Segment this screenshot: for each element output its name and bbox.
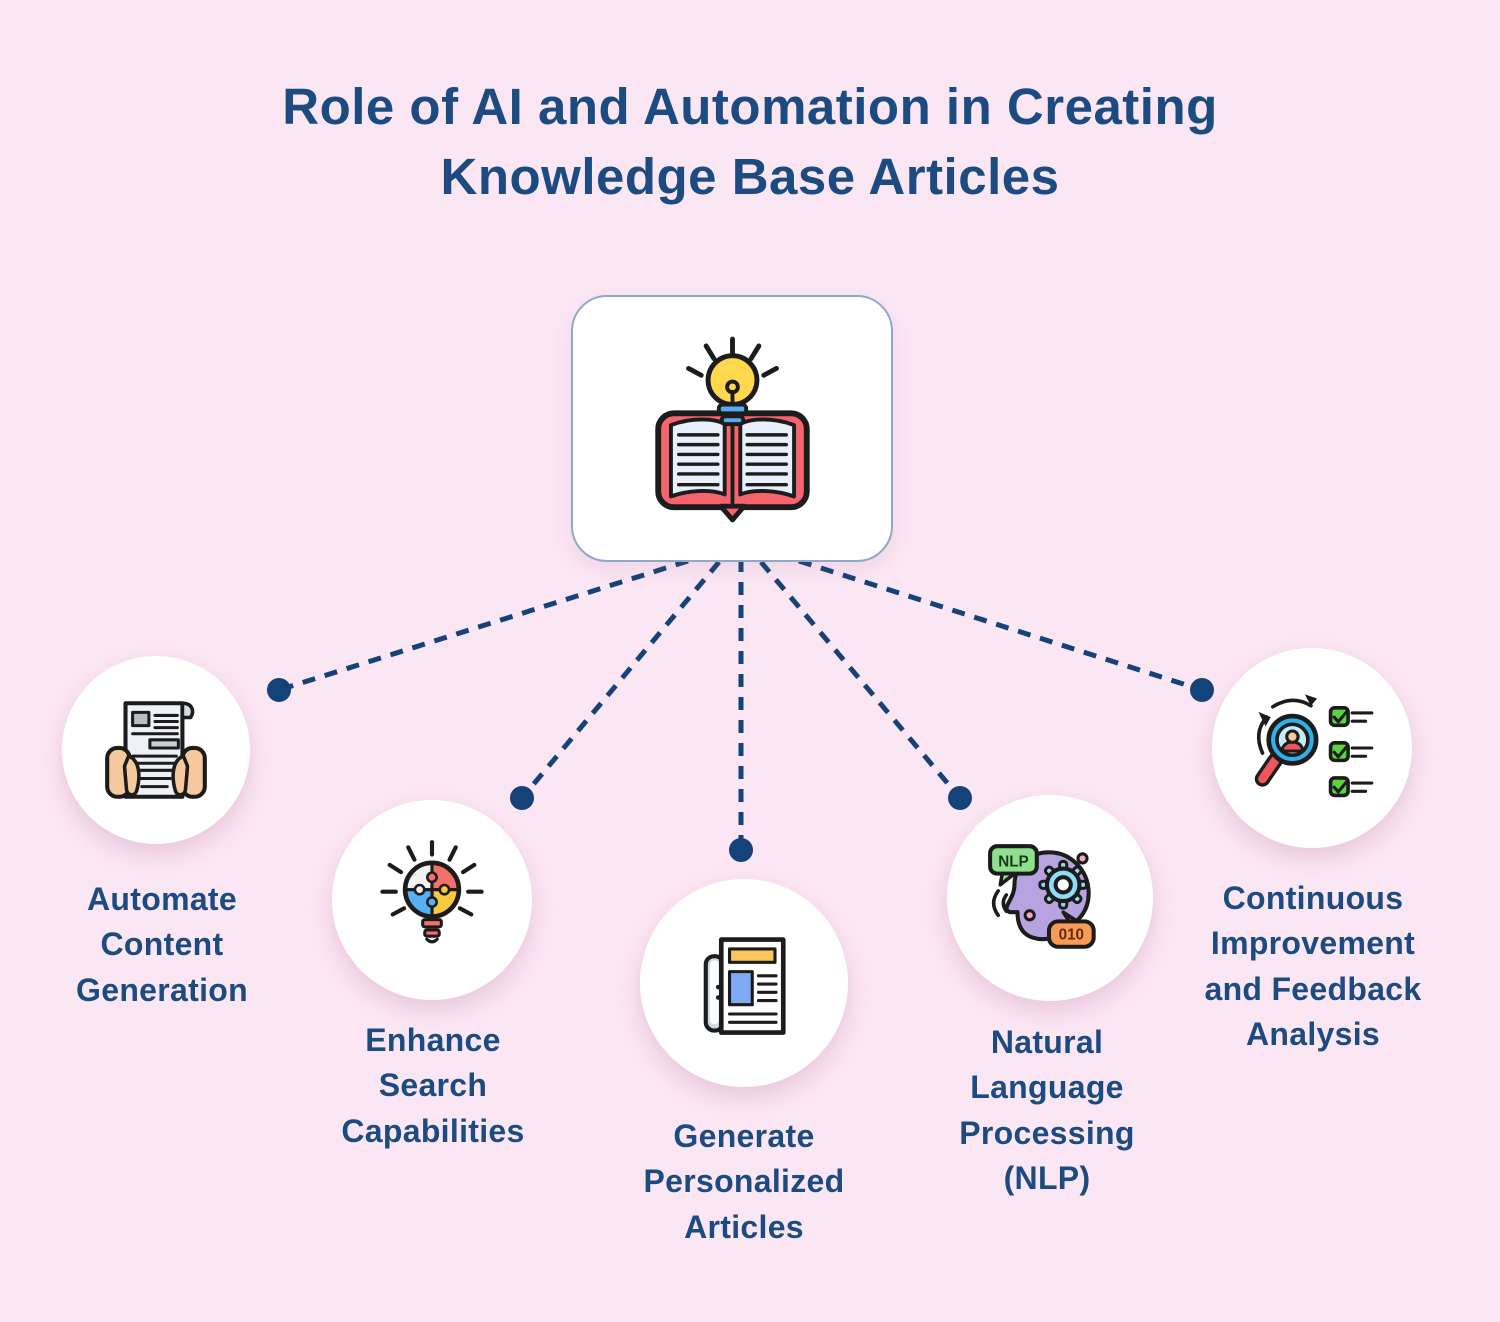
open-book-lightbulb-icon	[654, 336, 810, 522]
connector-dot	[948, 786, 972, 810]
node-label-automate-content-generation: Automate Content Generation	[76, 881, 248, 1008]
connector-generate-articles	[729, 559, 753, 862]
puzzle-lightbulb-icon	[380, 840, 484, 944]
connector-nlp	[759, 560, 972, 810]
hands-holding-document-icon	[105, 701, 207, 799]
nlp-head-gear-icon: NLP 010	[988, 844, 1096, 949]
node-circle-generate-articles	[640, 879, 848, 1087]
node-label-generate-articles: Generate Personalized Articles	[643, 1118, 845, 1245]
connector-dot	[729, 838, 753, 862]
node-label-nlp: Natural Language Processing (NLP)	[959, 1024, 1135, 1197]
node-circle-enhance-search	[332, 800, 532, 1000]
newspaper-icon	[703, 937, 786, 1035]
nlp-bubble-label: NLP	[998, 854, 1028, 871]
node-label-continuous-improvement: Continuous Improvement and Feedback Anal…	[1204, 880, 1422, 1053]
connector-continuous-improvement	[798, 558, 1214, 702]
checklist	[1328, 705, 1374, 798]
node-label-enhance-search: Enhance Search Capabilities	[341, 1022, 525, 1149]
node-circle-continuous-improvement	[1212, 648, 1412, 848]
connector-dot	[1190, 678, 1214, 702]
connector-dot	[267, 678, 291, 702]
connector-automate-content-generation	[267, 558, 689, 702]
node-dot	[1023, 909, 1036, 922]
connector-dot	[510, 786, 534, 810]
central-card	[571, 295, 893, 562]
magnifier-person-checklist-icon	[1254, 694, 1374, 798]
node-dot	[1076, 852, 1089, 865]
page-title: Role of AI and Automation in Creating Kn…	[282, 78, 1218, 206]
node-circle-nlp: NLP 010	[947, 795, 1153, 1001]
node-circle-automate-content-generation	[62, 656, 250, 844]
connector-enhance-search	[510, 560, 721, 810]
code-bubble-label: 010	[1059, 927, 1084, 944]
